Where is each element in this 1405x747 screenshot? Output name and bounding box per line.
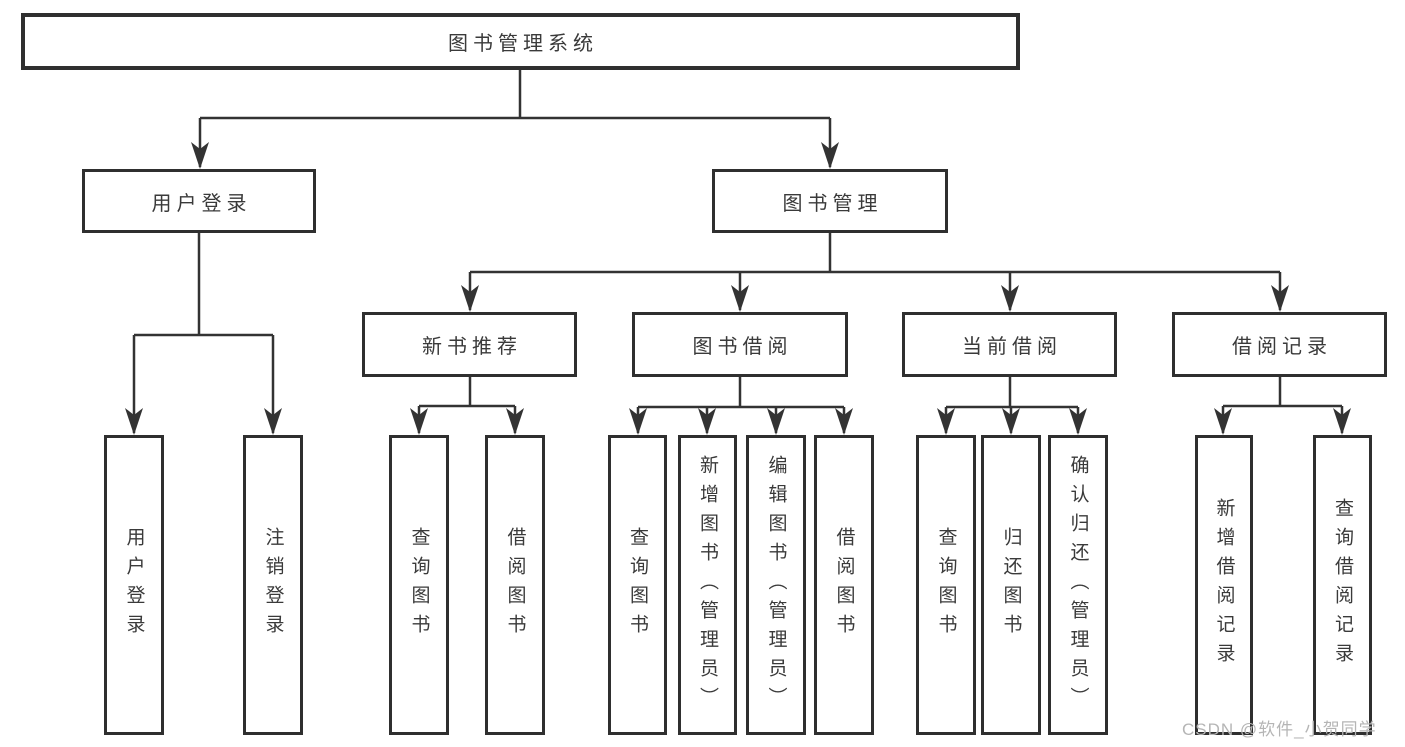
leaf-add-borrow-record-label: 新增借阅记录	[1213, 498, 1235, 672]
leaf-logout-label: 注销登录	[262, 527, 284, 643]
node-new-book-recommend-label: 新书推荐	[422, 336, 522, 358]
leaf-user-login: 用户登录	[104, 435, 164, 735]
leaf-user-login-label: 用户登录	[123, 527, 145, 643]
leaf-add-borrow-record: 新增借阅记录	[1195, 435, 1253, 735]
leaf-borrow-books-label: 借阅图书	[833, 527, 855, 643]
node-current-borrow: 当前借阅	[902, 312, 1117, 377]
leaf-query-borrow-record: 查询借阅记录	[1313, 435, 1372, 735]
leaf-return-book-label: 归还图书	[1000, 527, 1022, 643]
node-root-label: 图书管理系统	[448, 33, 598, 55]
leaf-recommend-borrow-books: 借阅图书	[485, 435, 545, 735]
connector-borrow-records-to-leaves	[1221, 377, 1344, 433]
node-user-login-label: 用户登录	[151, 192, 252, 215]
leaf-borrow-query-books: 查询图书	[608, 435, 667, 735]
node-book-borrow-label: 图书借阅	[692, 336, 793, 358]
connector-book-management-to-level3	[468, 233, 1282, 310]
leaf-borrow-books: 借阅图书	[814, 435, 874, 735]
leaf-confirm-return-admin-label: 确认归还（管理员）	[1067, 454, 1089, 716]
leaf-logout: 注销登录	[243, 435, 303, 735]
leaf-borrow-query-books-label: 查询图书	[627, 527, 648, 643]
leaf-add-book-admin-label: 新增图书（管理员）	[697, 454, 718, 716]
leaf-add-book-admin: 新增图书（管理员）	[678, 435, 737, 735]
leaf-current-query-books-label: 查询图书	[935, 527, 957, 643]
node-borrow-records-label: 借阅记录	[1232, 336, 1332, 358]
node-book-management: 图书管理	[712, 169, 948, 233]
leaf-confirm-return-admin: 确认归还（管理员）	[1048, 435, 1108, 735]
leaf-query-borrow-record-label: 查询借阅记录	[1332, 498, 1353, 672]
leaf-recommend-borrow-books-label: 借阅图书	[504, 527, 526, 643]
connector-new-book-recommend-to-leaves	[417, 377, 517, 433]
connector-root-to-level2	[198, 70, 832, 167]
leaf-edit-book-admin-label: 编辑图书（管理员）	[765, 454, 787, 716]
leaf-current-query-books: 查询图书	[916, 435, 976, 735]
node-book-management-label: 图书管理	[782, 192, 883, 215]
node-root: 图书管理系统	[21, 13, 1020, 70]
csdn-watermark: CSDN @软件_小贺同学	[1182, 720, 1377, 739]
leaf-edit-book-admin: 编辑图书（管理员）	[746, 435, 806, 735]
node-new-book-recommend: 新书推荐	[362, 312, 577, 377]
node-borrow-records: 借阅记录	[1172, 312, 1387, 377]
leaf-return-book: 归还图书	[981, 435, 1041, 735]
connector-book-borrow-to-leaves	[636, 377, 846, 433]
node-current-borrow-label: 当前借阅	[962, 336, 1062, 358]
node-user-login: 用户登录	[82, 169, 316, 233]
leaf-recommend-query-books-label: 查询图书	[408, 527, 430, 643]
connector-user-login-to-leaves	[132, 233, 275, 433]
leaf-recommend-query-books: 查询图书	[389, 435, 449, 735]
node-book-borrow: 图书借阅	[632, 312, 848, 377]
